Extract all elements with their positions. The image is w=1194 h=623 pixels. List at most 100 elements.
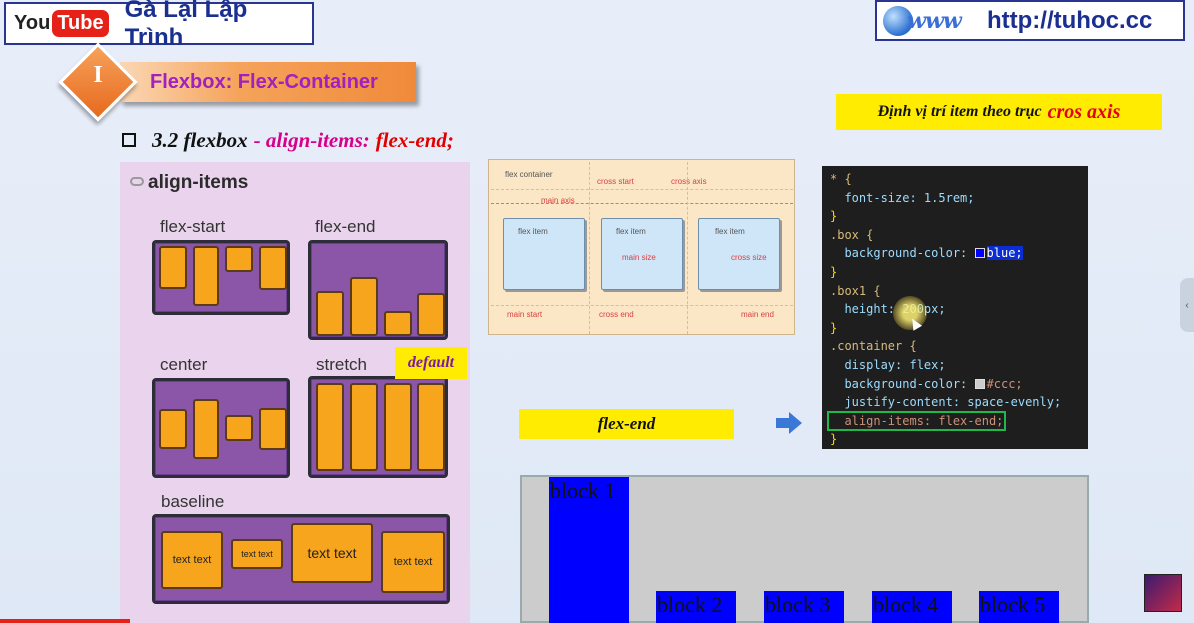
flex-item (384, 383, 412, 471)
demo-center (152, 378, 290, 478)
flex-item (193, 399, 219, 459)
block-3: block 3 (764, 591, 844, 623)
diagram-flex-item-label: flex item (616, 227, 646, 236)
subheading-part-a: 3.2 flexbox (152, 127, 248, 152)
mouse-highlight (893, 296, 927, 330)
section-number: I (93, 62, 103, 88)
flex-item (384, 311, 412, 336)
demo-flex-end (308, 240, 448, 340)
website-banner: www http://tuhoc.cc (875, 0, 1185, 41)
flex-item (259, 246, 287, 290)
flex-end-demo: block 1 block 2 block 3 block 4 block 5 (520, 475, 1089, 623)
demo-flex-start (152, 240, 290, 315)
label-flex-start: flex-start (160, 217, 226, 236)
code-line: * { (830, 172, 852, 186)
code-line: background-color: #ccc; (830, 376, 1023, 391)
diagram-flex-item: flex item (503, 218, 585, 290)
code-line: } (830, 209, 838, 224)
diagram-main-start-label: main start (507, 310, 543, 319)
channel-name: Gà Lại Lập Trình (124, 0, 248, 51)
main-axis-line (491, 203, 793, 204)
diagram-cross-size-label: cross size (731, 253, 767, 262)
diagram-flex-container-label: flex container (505, 170, 553, 179)
flex-item (316, 291, 344, 336)
diagram-main-axis-label: main axis (541, 196, 575, 205)
baseline-item: text text (161, 531, 223, 589)
section-title: Flexbox: Flex-Container (150, 70, 378, 93)
css-code-editor: * { font-size: 1.5rem; } .box { backgrou… (822, 166, 1088, 449)
channel-avatar[interactable] (1144, 574, 1182, 612)
flex-item (417, 293, 445, 336)
cross-start-line (491, 189, 793, 190)
code-line: background-color: blue; (830, 246, 1023, 261)
label-flex-end: flex-end (315, 217, 376, 236)
side-panel-handle[interactable]: ‹ (1180, 278, 1194, 332)
diagram-cross-start-label: cross start (597, 177, 634, 186)
code-line: } (830, 432, 838, 447)
subheading-part-b: - align-items: (253, 127, 370, 152)
youtube-channel-banner: You Tube Gà Lại Lập Trình (4, 0, 314, 51)
color-swatch-icon (974, 378, 985, 389)
code-line: } (830, 320, 838, 335)
code-line: display: flex; (830, 357, 946, 372)
demo-baseline: text text text text text text text text (152, 514, 450, 604)
diagram-cross-end-label: cross end (599, 310, 634, 319)
block-5: block 5 (979, 591, 1059, 623)
code-line: .box { (830, 227, 874, 242)
block-1: block 1 (549, 477, 629, 623)
code-line: height: 200px; (830, 302, 946, 317)
code-value-ccc: #ccc; (986, 376, 1023, 391)
flex-item (225, 246, 253, 272)
flex-end-tag: flex-end (519, 409, 734, 439)
label-center: center (160, 355, 208, 374)
flex-item (417, 383, 445, 471)
section-title-bar: Flexbox: Flex-Container (120, 62, 416, 102)
youtube-logo-tube: Tube (52, 10, 109, 37)
baseline-item: text text (381, 531, 445, 593)
flex-item (159, 409, 187, 449)
link-icon (130, 177, 144, 186)
checkbox-bullet-icon (122, 133, 136, 147)
flex-container-diagram: flex container cross start cross axis ma… (488, 159, 795, 335)
code-line-highlighted: align-items: flex-end; (826, 410, 1007, 431)
cross-axis-line (687, 162, 688, 334)
code-line: font-size: 1.5rem; (830, 190, 975, 205)
site-url: http://tuhoc.cc (987, 6, 1153, 34)
block-2: block 2 (656, 591, 736, 623)
video-progress-bar[interactable] (0, 619, 130, 623)
label-stretch: stretch (316, 355, 368, 374)
flex-item (350, 383, 378, 471)
hint-emphasis: cros axis (1047, 100, 1121, 123)
diagram-main-size-label: main size (622, 253, 656, 262)
flex-item (316, 383, 344, 471)
color-swatch-icon (974, 248, 985, 259)
label-baseline: baseline (161, 492, 225, 511)
align-items-title: align-items (148, 172, 249, 193)
flex-item (225, 415, 253, 441)
subheading: 3.2 flexbox - align-items: flex-end; (122, 126, 454, 154)
code-value-blue: blue; (986, 246, 1023, 261)
baseline-item: text text (291, 523, 373, 583)
code-line: justify-content: space-evenly; (830, 395, 1062, 410)
www-globe-icon: www (883, 4, 983, 38)
www-text: www (907, 7, 962, 34)
default-tag: default (395, 347, 467, 379)
hint-text: Định vị trí item theo trục (877, 103, 1042, 120)
flex-item (350, 277, 378, 336)
diagram-flex-item-label: flex item (518, 227, 548, 236)
flex-item (159, 246, 187, 289)
demo-stretch (308, 376, 448, 478)
diagram-flex-item-label: flex item (715, 227, 745, 236)
code-line: } (830, 264, 838, 279)
divider-line (589, 162, 590, 334)
youtube-logo-you: You (14, 12, 51, 34)
subheading-part-c: flex-end; (375, 127, 454, 152)
baseline-item: text text (231, 539, 283, 569)
code-line: .box1 { (830, 283, 881, 298)
diagram-main-end-label: main end (741, 310, 774, 319)
cross-axis-hint: Định vị trí item theo trục cros axis (836, 94, 1162, 130)
flex-item (193, 246, 219, 306)
diagram-cross-axis-label: cross axis (671, 177, 707, 186)
youtube-logo: You Tube (14, 10, 109, 37)
flex-item (259, 408, 287, 450)
